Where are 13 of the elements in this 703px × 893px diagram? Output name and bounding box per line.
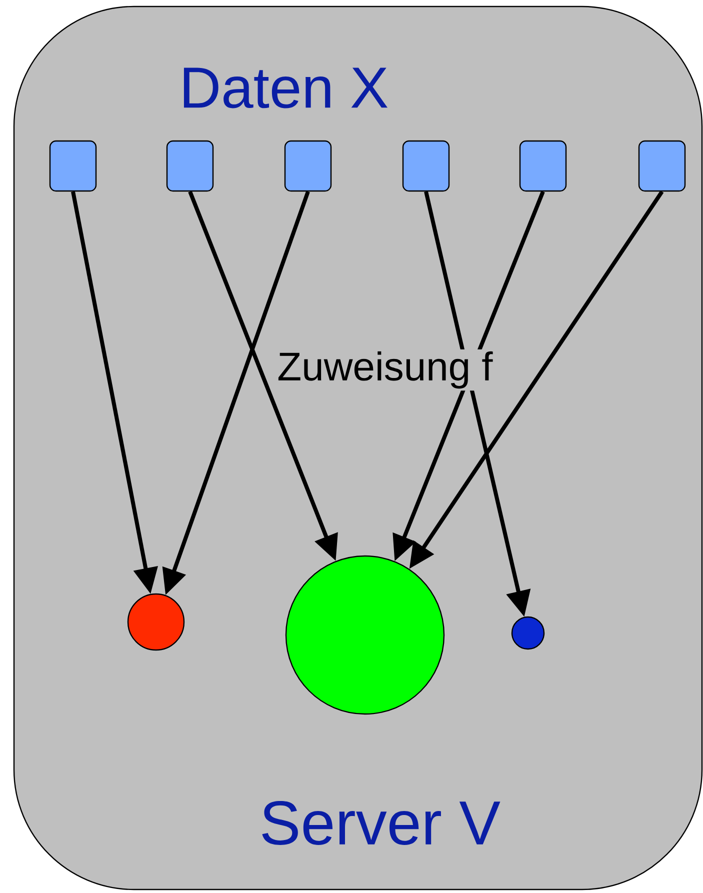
heading: Daten X	[184, 68, 388, 108]
data-square	[638, 140, 686, 192]
server-circle	[285, 555, 445, 715]
data-square	[402, 140, 450, 192]
data-square	[519, 140, 567, 192]
data-square	[284, 140, 332, 192]
data-square	[166, 140, 214, 192]
assignment-label: Zuweisung f	[275, 349, 495, 391]
data-square	[49, 140, 97, 192]
heading: Server V	[262, 801, 500, 845]
server-circle	[511, 616, 545, 650]
panel	[13, 6, 703, 890]
server-circle	[127, 593, 185, 651]
